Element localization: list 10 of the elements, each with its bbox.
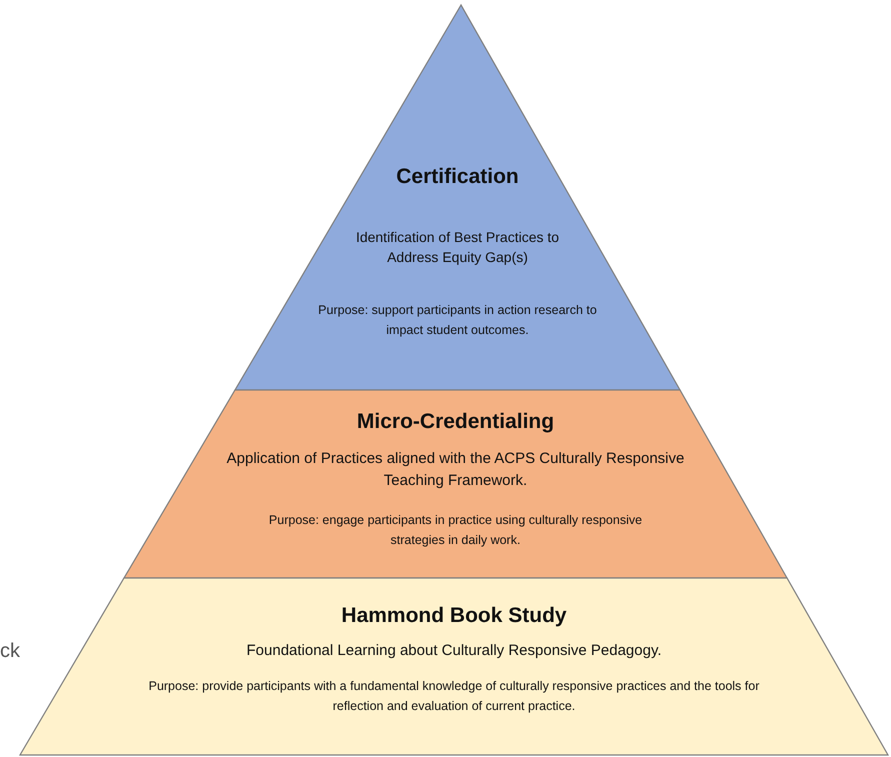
tier-heading: Hammond Book Study — [340, 604, 568, 628]
tier-heading: Micro-Credentialing — [356, 410, 556, 434]
tier-heading: Certification — [395, 165, 520, 189]
purpose-text: Purpose: engage participants in practice using culturally responsive strategies in daily work. — [268, 512, 644, 549]
text-fragment: ck — [0, 640, 20, 663]
purpose-text: Purpose: support participants in action research to impact student outcomes. — [317, 302, 598, 339]
purpose-text: Purpose: provide participants with a fundamental knowledge of culturally responsive practices and the tools for reflection and evaluation of current practice. — [148, 678, 760, 715]
tier-description: Application of Practices aligned with the ACPS Culturally Responsive Teaching Framework. — [226, 449, 686, 491]
tier-description: Foundational Learning about Culturally Responsive Pedagogy. — [246, 641, 662, 661]
tier-description: Identification of Best Practices to Address Equity Gap(s) — [354, 228, 560, 268]
